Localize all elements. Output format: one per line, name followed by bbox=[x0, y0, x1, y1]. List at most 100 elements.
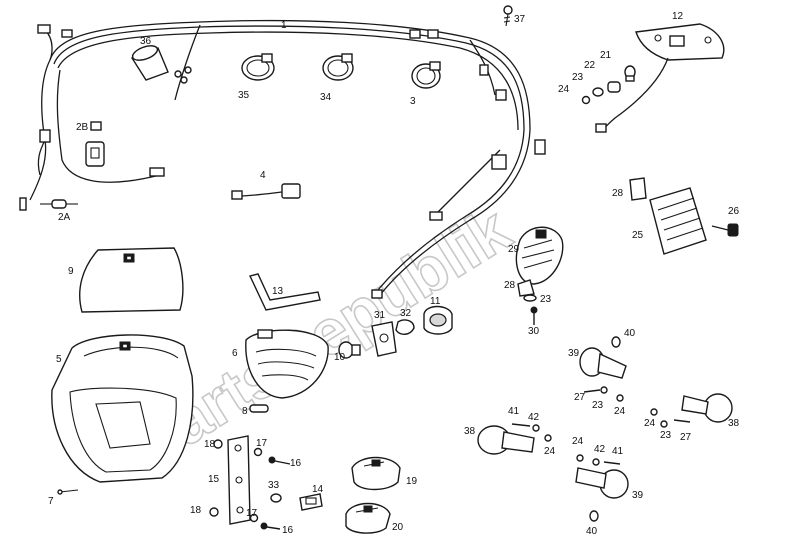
callout-16a: 16 bbox=[290, 458, 302, 469]
bulb-40-bottom bbox=[589, 510, 599, 522]
grommet-18-bottom bbox=[209, 507, 219, 517]
callout-39a: 39 bbox=[568, 348, 580, 359]
callout-28b: 28 bbox=[504, 280, 516, 291]
callout-20: 20 bbox=[392, 522, 404, 533]
callout-38b: 38 bbox=[464, 426, 476, 437]
callout-24a: 24 bbox=[558, 84, 570, 95]
callout-1: 1 bbox=[281, 20, 287, 31]
callout-38a: 38 bbox=[728, 418, 740, 429]
callout-18b: 18 bbox=[190, 505, 202, 516]
fairing-5 bbox=[51, 334, 194, 483]
switch-31 bbox=[371, 321, 397, 357]
callout-11: 11 bbox=[430, 296, 441, 307]
callout-13: 13 bbox=[272, 286, 284, 297]
callout-2a: 2A bbox=[58, 212, 71, 223]
callout-29: 29 bbox=[508, 244, 520, 255]
bracket-15 bbox=[227, 435, 251, 525]
callout-6: 6 bbox=[232, 348, 238, 359]
washer-17-bottom bbox=[249, 513, 259, 523]
socket-22 bbox=[607, 81, 621, 93]
callout-33: 33 bbox=[268, 480, 280, 491]
callout-17a: 17 bbox=[256, 438, 268, 449]
signal-screw-27-top bbox=[583, 389, 601, 393]
bulb-21 bbox=[624, 65, 636, 82]
clip-28-top bbox=[629, 177, 647, 201]
callout-5: 5 bbox=[56, 354, 62, 365]
clamp-35 bbox=[241, 53, 275, 81]
bulb-10 bbox=[338, 341, 361, 359]
bulb-8 bbox=[249, 404, 269, 413]
number-plate-9 bbox=[79, 247, 184, 313]
callout-39b: 39 bbox=[632, 490, 644, 501]
callout-41a: 41 bbox=[508, 406, 520, 417]
callout-2b: 2B bbox=[76, 122, 89, 133]
callout-31: 31 bbox=[374, 310, 386, 321]
callout-23c: 23 bbox=[592, 400, 604, 411]
callout-40b: 40 bbox=[586, 526, 598, 537]
connector-4 bbox=[231, 183, 301, 200]
callout-28a: 28 bbox=[612, 188, 624, 199]
key-switch-11 bbox=[423, 305, 453, 335]
callout-9: 9 bbox=[68, 266, 74, 277]
fuse-2a bbox=[40, 199, 78, 209]
callout-25: 25 bbox=[632, 230, 644, 241]
screw-7 bbox=[57, 489, 79, 495]
switch-19 bbox=[351, 456, 401, 491]
grommet-33 bbox=[270, 493, 282, 503]
bolt-26 bbox=[711, 223, 739, 237]
clamp-3 bbox=[411, 61, 441, 89]
headlight-6 bbox=[245, 329, 329, 399]
relay-2b bbox=[85, 121, 105, 167]
nut-24-signal-right bbox=[650, 408, 658, 416]
callout-22: 22 bbox=[584, 60, 596, 71]
grommet-18-top bbox=[213, 439, 223, 449]
callout-36: 36 bbox=[140, 36, 152, 47]
turn-signal-38-right bbox=[681, 393, 733, 423]
wiring-harness bbox=[19, 19, 546, 299]
nut-24-signal-left bbox=[544, 434, 552, 442]
callout-18a: 18 bbox=[204, 439, 216, 450]
turn-signal-39-bottom bbox=[575, 467, 629, 499]
washer-23-top bbox=[592, 87, 604, 97]
clip-32 bbox=[395, 319, 415, 335]
screw-37 bbox=[503, 5, 513, 27]
callout-10: 10 bbox=[334, 352, 346, 363]
bracket-28-horn bbox=[517, 279, 535, 297]
washer-17-top bbox=[253, 447, 263, 457]
nut-24-signal-bottom bbox=[576, 454, 584, 462]
callout-35: 35 bbox=[238, 90, 250, 101]
callout-37: 37 bbox=[514, 14, 526, 25]
signal-screw-27-right bbox=[673, 419, 691, 423]
clamp-34 bbox=[322, 53, 354, 81]
callout-27b: 27 bbox=[680, 432, 692, 443]
callout-27a: 27 bbox=[574, 392, 586, 403]
bolt-16-bottom bbox=[260, 522, 281, 530]
callout-24c: 24 bbox=[544, 446, 556, 457]
washer-42-left bbox=[532, 424, 540, 432]
nut-24-signal-top bbox=[616, 394, 624, 402]
callout-14: 14 bbox=[312, 484, 324, 495]
switch-20 bbox=[345, 502, 391, 534]
callout-41b: 41 bbox=[612, 446, 624, 457]
callout-30: 30 bbox=[528, 326, 540, 337]
bolt-16-top bbox=[268, 456, 291, 465]
callout-7: 7 bbox=[48, 496, 54, 507]
callout-21: 21 bbox=[600, 50, 612, 61]
turn-signal-39-top bbox=[579, 347, 627, 379]
rubber-cap-36 bbox=[130, 45, 169, 81]
horn-29 bbox=[515, 226, 564, 285]
bulb-40-top bbox=[611, 336, 621, 348]
callout-23b: 23 bbox=[540, 294, 552, 305]
callout-24b: 24 bbox=[614, 406, 626, 417]
callout-42b: 42 bbox=[594, 444, 606, 455]
callout-24d: 24 bbox=[572, 436, 584, 447]
washer-23-signal-right bbox=[660, 420, 668, 428]
callout-34: 34 bbox=[320, 92, 332, 103]
callout-12: 12 bbox=[672, 11, 684, 22]
regulator-25 bbox=[649, 187, 707, 255]
washer-23-horn bbox=[523, 294, 537, 302]
nut-24-top bbox=[581, 95, 591, 105]
callout-15: 15 bbox=[208, 474, 220, 485]
signal-screw-41-bottom bbox=[603, 461, 621, 465]
